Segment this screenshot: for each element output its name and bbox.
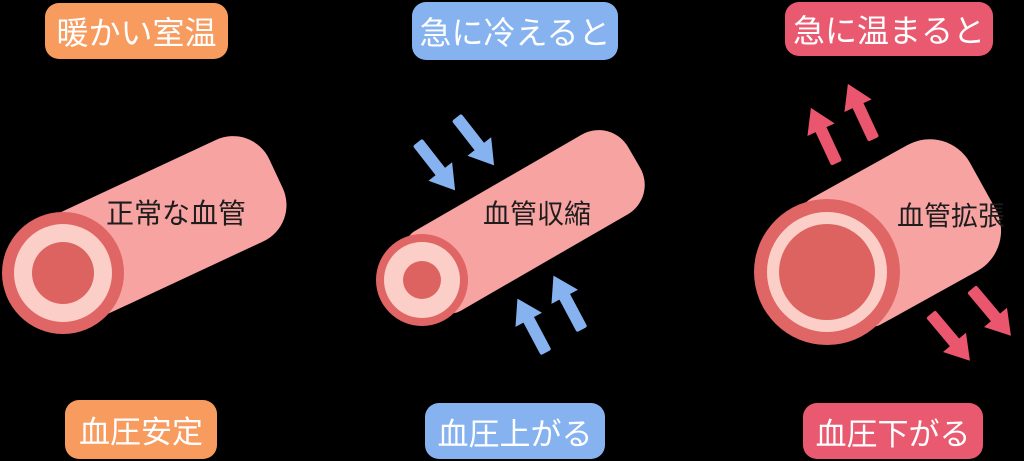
dilated-vessel-cross-section — [754, 199, 900, 345]
badge-sudden-cold: 急に冷えると — [412, 2, 618, 60]
arrow-head — [797, 101, 835, 136]
badge-bp-drops: 血圧下がる — [803, 403, 983, 459]
dilate-arrow-icon — [834, 77, 887, 147]
badge-bp-stable: 血圧安定 — [65, 400, 217, 459]
vessel-lumen — [403, 261, 441, 299]
badge-bp-rises: 血圧上がる — [425, 403, 605, 459]
arrow-head — [834, 77, 872, 112]
badge-warm-room: 暖かい室温 — [45, 3, 228, 59]
vessel-lumen — [779, 224, 875, 320]
normal-vessel-label: 正常な血管 — [105, 198, 247, 229]
constricted-vessel-cross-section — [376, 234, 468, 326]
badge-sudden-warm: 急に温まると — [785, 2, 993, 56]
constricted-vessel-label: 血管収縮 — [483, 199, 591, 230]
dilate-arrow-icon — [797, 101, 850, 171]
dilated-vessel-label: 血管拡張 — [897, 201, 1005, 232]
normal-vessel-cross-section — [2, 212, 124, 334]
vessel-lumen — [32, 242, 94, 304]
